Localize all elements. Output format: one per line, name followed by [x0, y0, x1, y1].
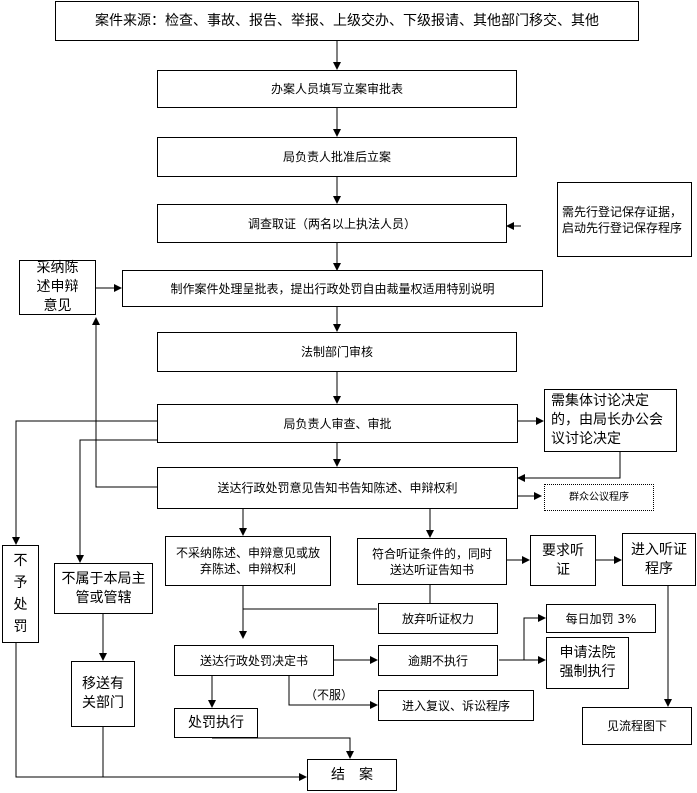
preserve-evidence-box: 需先行登记保存证据，启动先行登记保存程序 — [557, 182, 692, 257]
request-hearing-box: 要求听证 — [530, 535, 596, 586]
hearing-condition-box: 符合听证条件的，同时送达听证告知书 — [357, 538, 507, 585]
approve-case-box: 局负责人批准后立案 — [157, 137, 517, 177]
enter-hearing-box: 进入听证程序 — [622, 533, 696, 586]
edge-notice-to-adopt — [92, 317, 157, 488]
court-enforcement-box: 申请法院强制执行 — [546, 637, 629, 689]
not-adopted-box: 不采纳陈述、申辩意见或放弃陈述、申辩权利 — [165, 536, 331, 586]
legal-review-box: 法制部门审核 — [157, 332, 517, 372]
case-source-box: 案件来源：检查、事故、报告、举报、上级交办、下级报请、其他部门移交、其他 — [55, 1, 639, 41]
not-accept-label: （不服） — [305, 688, 354, 702]
execute-penalty-box: 处罚执行 — [174, 708, 258, 738]
edge-head-to-not-jurisdiction — [76, 439, 157, 563]
edge-head-to-no-penalty — [12, 420, 157, 545]
see-flow-box: 见流程图下 — [582, 707, 692, 745]
transfer-box: 移送有关部门 — [71, 661, 135, 727]
make-form-box: 制作案件处理呈批表，提出行政处罚自由裁量权适用特别说明 — [122, 270, 543, 307]
edge-no-penalty-to-close — [15, 643, 307, 781]
mass-meeting-box: 群众公议程序 — [544, 484, 654, 511]
collective-decision-box: 需集体讨论决定的，由局长办公会议讨论决定 — [544, 389, 677, 452]
edge-execute-to-close — [212, 737, 354, 759]
investigate-box: 调查取证（两名以上执法人员） — [157, 204, 507, 243]
notice-box: 送达行政处罚意见告知书告知陈述、申辩权利 — [157, 467, 518, 509]
edge-deliver-to-review — [288, 676, 378, 709]
head-review-box: 局负责人审查、审批 — [157, 404, 518, 443]
edge-collective-to-notice — [517, 452, 621, 482]
waive-hearing-box: 放弃听证权力 — [378, 603, 498, 634]
adopt-statement-box: 采纳陈述申辩意见 — [19, 260, 96, 315]
close-case-box: 结 案 — [307, 759, 397, 791]
overdue-box: 逾期不执行 — [378, 645, 498, 676]
no-penalty-box: 不予处罚 — [2, 545, 39, 643]
review-litigation-box: 进入复议、诉讼程序 — [378, 690, 534, 721]
daily-fine-box: 每日加罚 3% — [546, 604, 656, 633]
not-jurisdiction-box: 不属于本局主管或管辖 — [54, 563, 153, 614]
fill-form-box: 办案人员填写立案审批表 — [157, 70, 517, 108]
deliver-decision-box: 送达行政处罚决定书 — [174, 645, 334, 676]
edge-overdue-to-fine — [499, 614, 546, 661]
